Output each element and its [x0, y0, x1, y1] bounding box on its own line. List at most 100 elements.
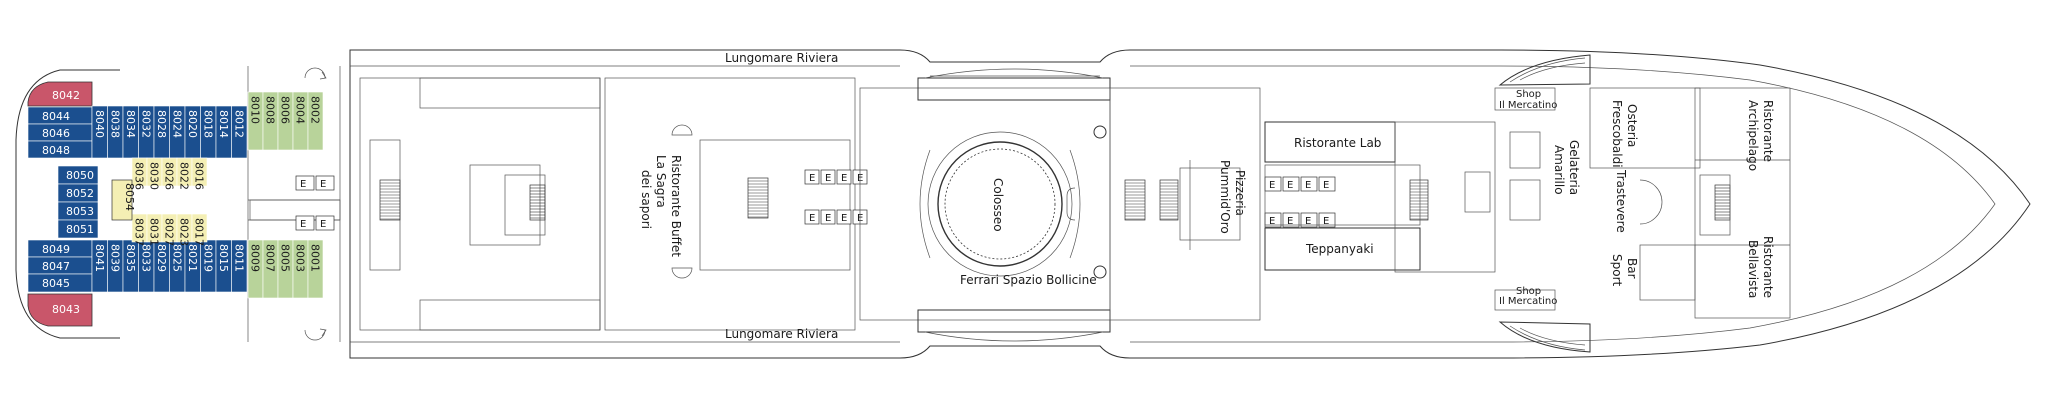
cabin-8051[interactable] — [57, 219, 99, 239]
colosseo-label: Colosseo — [991, 178, 1005, 232]
cabin-8007-label: 8007 — [264, 244, 277, 272]
cabin-8042-label: 8042 — [52, 89, 80, 102]
teppanyaki-label: Teppanyaki — [1305, 242, 1374, 256]
elevator-label: E — [809, 213, 815, 224]
elevator-label: E — [320, 219, 326, 230]
bellavista-label-line2: Bellavista — [1746, 240, 1760, 298]
cabin-8012[interactable] — [231, 105, 248, 159]
shop-top-label-line2: Il Mercatino — [1499, 100, 1557, 111]
suite-cabins: 8042 8043 — [27, 81, 93, 327]
elevator-box — [804, 209, 820, 225]
pizzeria-label-line2: Pummid'Oro — [1218, 160, 1232, 234]
cabin-8011-label: 8011 — [232, 244, 245, 272]
archipelago-label-line2: Archipelago — [1746, 100, 1760, 171]
elevator-box — [1282, 212, 1300, 228]
cabin-8017[interactable] — [191, 213, 208, 243]
cabin-8042[interactable] — [27, 81, 93, 107]
cabin-8010-label: 8010 — [249, 96, 262, 124]
elevator-label: E — [1287, 180, 1293, 191]
cabin-8037-label: 8037 — [133, 218, 146, 246]
cabin-8009-label: 8009 — [249, 244, 262, 272]
midship-forward: Pizzeria Pummid'Oro — [1093, 87, 1261, 321]
elevator-label: E — [1269, 180, 1275, 191]
elevator-box — [1300, 212, 1318, 228]
cabin-8011[interactable] — [231, 239, 248, 293]
cabin-8051-label: 8051 — [66, 223, 94, 236]
elevator-label: E — [1269, 216, 1275, 227]
cabin-8045-label: 8045 — [42, 277, 70, 290]
cabin-8052-label: 8052 — [66, 187, 94, 200]
elevator-box — [836, 209, 852, 225]
elevator-box — [1318, 212, 1336, 228]
bellavista-label-line1: Ristorante — [1761, 236, 1775, 298]
cabin-8003-label: 8003 — [294, 244, 307, 272]
cabin-8038-label: 8038 — [108, 110, 121, 138]
shop-bottom-label-line2: Il Mercatino — [1499, 296, 1557, 307]
cabin-8034-label: 8034 — [124, 110, 137, 138]
gelateria-label-line2: Amarillo — [1552, 145, 1566, 195]
cabin-8016-label: 8016 — [193, 162, 206, 190]
cabin-8018-label: 8018 — [201, 110, 214, 138]
elevator-label: E — [300, 219, 306, 230]
buffet-label-line2: La Sagra — [654, 155, 668, 208]
cabin-8015-label: 8015 — [217, 244, 230, 272]
elevator-label: E — [320, 179, 326, 190]
ristorante-lab-label: Ristorante Lab — [1294, 136, 1381, 150]
cabin-8049-label: 8049 — [42, 243, 70, 256]
elevator-box — [315, 215, 335, 231]
elevator-box — [315, 175, 335, 191]
staircase-icon — [379, 177, 1731, 221]
elevator-label: E — [1305, 180, 1311, 191]
stern-bottom-cabins: 8049 8047 8045 — [27, 239, 93, 293]
gelateria-label-line1: Gelateria — [1567, 140, 1581, 195]
staircase-icon — [1509, 57, 1586, 351]
cabin-8054[interactable] — [111, 179, 133, 221]
forward-venues: Shop Il Mercatino Shop Il Mercatino Gela… — [1494, 54, 1791, 353]
cabin-8043[interactable] — [27, 293, 93, 327]
elevator-box — [804, 169, 820, 185]
colosseo-atrium: Colosseo Ferrari Spazio Bollicine — [859, 68, 1111, 342]
cabin-8030-label: 8030 — [148, 162, 161, 190]
cabin-8006-label: 8006 — [279, 96, 292, 124]
cabin-8002[interactable] — [307, 91, 324, 151]
elevator-label: E — [1305, 216, 1311, 227]
elevator-label: E — [809, 173, 815, 184]
elevator-label: E — [841, 213, 847, 224]
cabin-8035-label: 8035 — [124, 244, 137, 272]
cabin-8024-label: 8024 — [170, 110, 183, 138]
elevator-box — [1318, 176, 1336, 192]
cabin-8017-label: 8017 — [193, 218, 206, 246]
cabin-8043-label: 8043 — [52, 303, 80, 316]
cabin-8012-label: 8012 — [232, 110, 245, 138]
buffet-label-line1: Ristorante Buffet — [669, 155, 683, 257]
cabin-8001[interactable] — [307, 239, 324, 299]
cabin-8014-label: 8014 — [217, 110, 230, 138]
cabin-8022-label: 8022 — [178, 162, 191, 190]
cabin-8033-label: 8033 — [139, 244, 152, 272]
elevator-box — [820, 209, 836, 225]
promenade-bottom-label: Lungomare Riviera — [725, 327, 838, 341]
stern-mid-cabins: 8050 8052 8053 8051 — [57, 165, 99, 239]
cabin-8050-label: 8050 — [66, 169, 94, 182]
cabin-8053-label: 8053 — [66, 205, 94, 218]
cabin-8005-label: 8005 — [279, 244, 292, 272]
elevator-label: E — [1323, 216, 1329, 227]
cabin-8016[interactable] — [191, 157, 208, 187]
elevator-label: E — [825, 213, 831, 224]
elevator-box — [295, 175, 315, 191]
elevator-label: E — [825, 173, 831, 184]
inside-cabin-8054: 8054 — [111, 179, 136, 221]
buffet-label-line3: dei sapori — [639, 170, 653, 229]
cabin-8041-label: 8041 — [93, 244, 106, 272]
cabin-8027-label: 8027 — [163, 218, 176, 246]
cabin-8026-label: 8026 — [163, 162, 176, 190]
cabin-8002-label: 8002 — [309, 96, 322, 124]
cabin-8039-label: 8039 — [108, 244, 121, 272]
trastevere-label: Trastevere — [1614, 169, 1628, 233]
cabin-8020-label: 8020 — [186, 110, 199, 138]
